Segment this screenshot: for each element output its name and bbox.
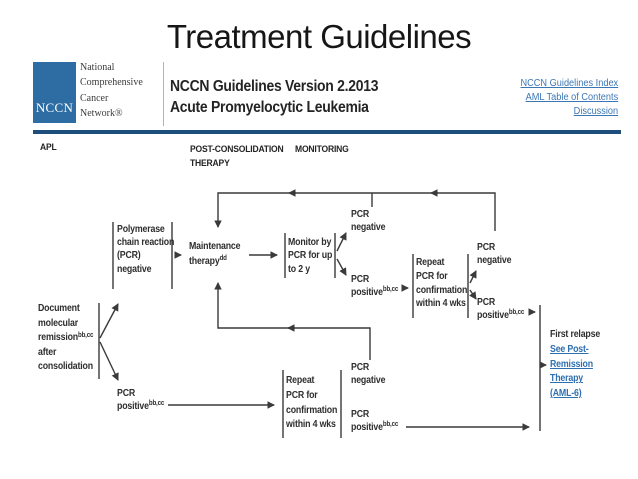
node-pcr-positive-3: PCR positivebb,cc: [351, 409, 399, 433]
node-first-relapse: First relapse See Post- Remission Therap…: [550, 328, 600, 402]
feedback-top-to-maintenance: [214, 192, 496, 231]
page-title: Treatment Guidelines: [166, 18, 472, 55]
nccn-logo-text: NCCN: [35, 100, 74, 115]
brace-bars: [98, 222, 541, 438]
header-links: NCCN Guidelines Index AML Table of Conte…: [520, 77, 618, 118]
node-repeat-pcr-confirmation-2: Repeat PCR for confirmation within 4 wks: [286, 375, 338, 431]
link-guidelines-index[interactable]: NCCN Guidelines Index: [520, 78, 618, 89]
node-polymerase-chain-reaction-negative: Polymerase chain reaction (PCR) negative: [117, 224, 175, 275]
feedback-bottom-to-maintenance: [214, 282, 371, 360]
header-divider: [163, 62, 164, 126]
node-document-molecular-remission: Document molecular remissionbb,cc after …: [38, 303, 94, 373]
arrow-monitor-to-pcrpos1: [336, 258, 347, 276]
link-aml-toc[interactable]: AML Table of Contents: [525, 91, 618, 103]
link-post-remission-3[interactable]: Therapy: [550, 373, 584, 385]
column-apl: APL: [40, 142, 57, 153]
node-pcr-negative-3: PCR negative: [351, 362, 386, 386]
node-pcr-negative-1: PCR negative: [351, 209, 386, 233]
nccn-logo: NCCN: [33, 62, 76, 123]
node-monitor-by-pcr: Monitor by PCR for up to 2 y: [288, 237, 333, 275]
link-post-remission-1[interactable]: See Post-: [550, 343, 589, 355]
link-post-remission-4[interactable]: (AML-6): [550, 388, 582, 400]
column-post-consolidation-therapy: POST-CONSOLIDATION THERAPY: [190, 144, 284, 169]
arrow-repeat1-to-pcrneg2: [469, 270, 477, 284]
header-rule: [33, 130, 621, 134]
node-maintenance-therapy: Maintenance therapydd: [189, 241, 241, 267]
column-monitoring: MONITORING: [295, 144, 349, 155]
arrow-monitor-to-pcrneg1: [336, 232, 347, 252]
guidelines-title: NCCN Guidelines Version 2.2013 Acute Pro…: [170, 78, 379, 116]
link-post-remission-2[interactable]: Remission: [550, 358, 593, 370]
node-pcr-negative-2: PCR negative: [477, 242, 512, 266]
arrow-document-to-pcr-negative: [99, 303, 119, 339]
nccn-org-name: National Comprehensive Cancer Network®: [80, 62, 143, 120]
node-pcr-positive-left: PCR positivebb,cc: [117, 388, 165, 412]
node-repeat-pcr-confirmation-1: Repeat PCR for confirmation within 4 wks: [416, 257, 468, 310]
arrow-repeat1-to-pcrpos2: [469, 289, 477, 300]
node-pcr-positive-1: PCR positivebb,cc: [351, 274, 399, 298]
node-pcr-positive-2: PCR positivebb,cc: [477, 297, 525, 321]
link-discussion[interactable]: Discussion: [573, 105, 618, 117]
arrow-document-to-pcr-positive: [99, 341, 119, 381]
